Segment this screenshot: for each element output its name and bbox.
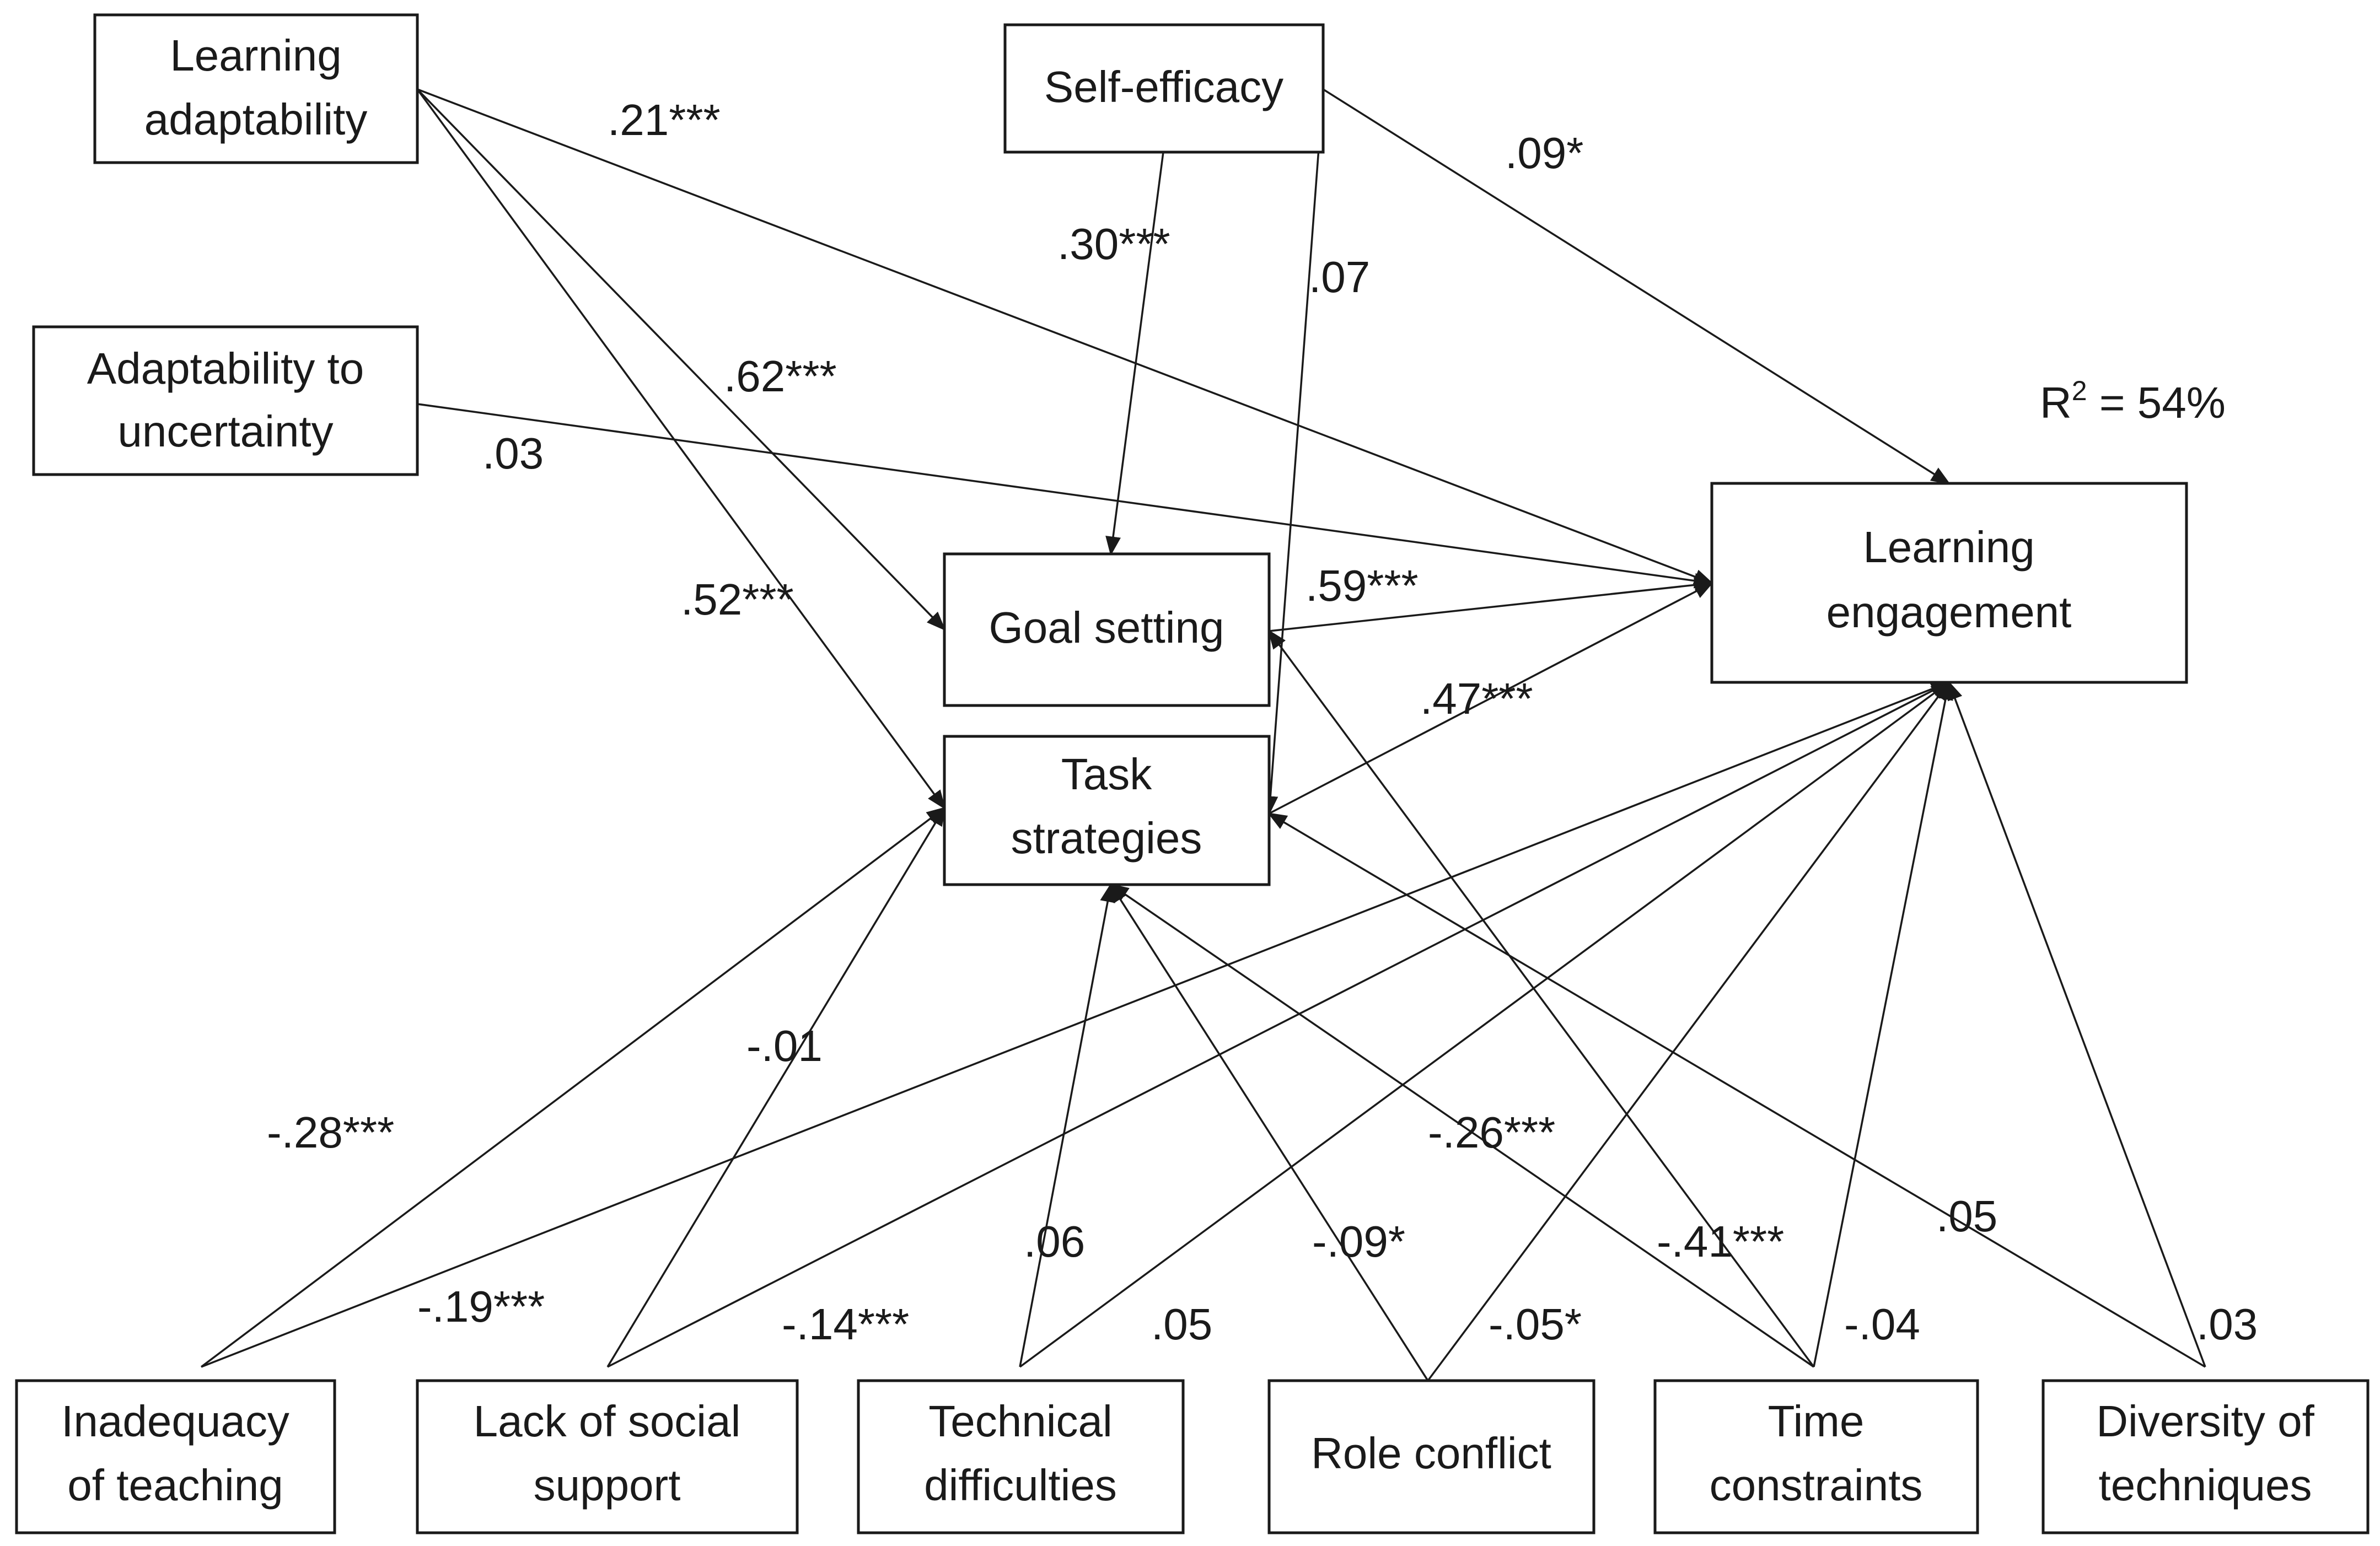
coef-learning-adaptability-to-goal-setting: .62***	[724, 352, 837, 401]
node-label-line: difficulties	[924, 1461, 1117, 1510]
coef-goal-setting-to-learning-engagement: .59***	[1305, 561, 1419, 610]
coef-self-efficacy-to-goal-setting: .30***	[1057, 219, 1170, 268]
coef-inadequacy-teaching-to-learning-engagement: -.19***	[417, 1282, 545, 1331]
r-squared-prefix: R	[2040, 378, 2072, 427]
path-inadequacy-teaching-to-learning-engagement	[201, 681, 1951, 1368]
path-goal-setting-to-learning-engagement	[1269, 577, 1714, 632]
node-label-line: Goal setting	[989, 603, 1224, 652]
path-task-strategies-to-learning-engagement	[1269, 582, 1714, 815]
path-learning-adaptability-to-goal-setting	[416, 88, 946, 631]
node-technical-difficulties: Technical difficulties	[857, 1379, 1185, 1534]
coef-diversity-techniques-to-learning-engagement: .03	[2196, 1300, 2258, 1349]
node-self-efficacy: Self-efficacy	[1003, 23, 1325, 154]
coef-time-constraints-to-goal-setting: -.41***	[1657, 1217, 1784, 1266]
coef-role-conflict-to-task-strategies: -.09*	[1312, 1217, 1405, 1266]
coef-time-constraints-to-task-strategies: -.26***	[1428, 1108, 1555, 1157]
coef-role-conflict-to-learning-engagement: -.05*	[1489, 1300, 1582, 1349]
node-goal-setting: Goal setting	[943, 552, 1271, 707]
r-squared-superscript: 2	[2072, 375, 2087, 406]
node-label-line: Diversity of	[2096, 1397, 2314, 1446]
node-label-line: Task	[1061, 750, 1152, 799]
coef-diversity-techniques-to-task-strategies: .05	[1936, 1192, 1997, 1241]
coef-learning-adaptability-to-learning-engagement: .21***	[608, 95, 721, 144]
node-label-line: Inadequacy	[61, 1397, 289, 1446]
path-lack-social-support-to-task-strategies	[606, 806, 945, 1367]
coef-self-efficacy-to-learning-engagement: .09*	[1505, 128, 1583, 177]
node-label-line: Adaptability to	[87, 344, 364, 393]
coef-task-strategies-to-learning-engagement: .47***	[1420, 674, 1533, 723]
coef-self-efficacy-to-task-strategies: .07	[1309, 252, 1370, 301]
node-label-line: Self-efficacy	[1044, 62, 1283, 111]
node-task-strategies: Task strategies	[943, 735, 1271, 886]
path-self-efficacy-to-task-strategies	[1262, 89, 1324, 816]
node-role-conflict: Role conflict	[1267, 1379, 1595, 1534]
r-squared-label: R2 = 54%	[2040, 375, 2226, 427]
path-learning-adaptability-to-learning-engagement	[417, 88, 1714, 584]
node-adaptability-to-uncertainty: Adaptability to uncertainty	[32, 325, 419, 476]
path-technical-difficulties-to-learning-engagement	[1019, 681, 1951, 1368]
node-diversity-of-techniques: Diversity of techniques	[2041, 1379, 2370, 1534]
coef-adaptability-uncertainty-to-learning-engagement: .03	[482, 429, 544, 478]
node-label-line: techniques	[2099, 1461, 2312, 1510]
node-label-line: Lack of social	[474, 1397, 741, 1446]
coef-lack-social-support-to-task-strategies: -.01	[746, 1021, 823, 1070]
node-label-line: Time	[1768, 1397, 1865, 1446]
path-role-conflict-to-task-strategies	[1110, 883, 1429, 1381]
path-diversity-techniques-to-task-strategies	[1267, 812, 2206, 1368]
path-learning-adaptability-to-task-strategies	[416, 88, 946, 810]
node-label-line: of teaching	[67, 1461, 283, 1510]
node-label-line: constraints	[1710, 1461, 1923, 1510]
coef-learning-adaptability-to-task-strategies: .52***	[681, 575, 794, 624]
path-inadequacy-teaching-to-task-strategies	[200, 806, 946, 1368]
path-adaptability-uncertainty-to-learning-engagement	[417, 403, 1714, 589]
coef-technical-difficulties-to-task-strategies: .06	[1024, 1217, 1085, 1266]
coef-technical-difficulties-to-learning-engagement: .05	[1151, 1300, 1212, 1349]
node-label-line: adaptability	[144, 95, 368, 144]
node-label-line: Learning	[170, 31, 341, 80]
path-lack-social-support-to-learning-engagement	[607, 681, 1951, 1368]
path-time-constraints-to-learning-engagement	[1813, 680, 1953, 1367]
path-arrows	[200, 88, 2206, 1382]
coef-inadequacy-teaching-to-task-strategies: -.28***	[267, 1108, 394, 1157]
node-label-line: Technical	[928, 1397, 1113, 1446]
path-diversity-techniques-to-learning-engagement	[1947, 680, 2206, 1367]
node-label-line: Role conflict	[1311, 1429, 1551, 1478]
path-self-efficacy-to-goal-setting	[1105, 152, 1164, 556]
path-coefficients: .21*** .62*** .52*** .03 .30*** .07 .09*…	[267, 95, 2258, 1349]
node-inadequacy-of-teaching: Inadequacy of teaching	[15, 1379, 336, 1534]
coef-lack-social-support-to-learning-engagement: -.14***	[782, 1300, 909, 1349]
node-time-constraints: Time constraints	[1653, 1379, 1979, 1534]
node-learning-engagement: Learning engagement	[1710, 482, 2188, 684]
node-label-line: uncertainty	[117, 407, 333, 456]
node-label-line: Learning	[1863, 522, 2034, 572]
coef-time-constraints-to-learning-engagement: -.04	[1844, 1300, 1920, 1349]
path-technical-difficulties-to-task-strategies	[1019, 882, 1115, 1367]
node-label-line: support	[534, 1461, 681, 1510]
path-time-constraints-to-goal-setting	[1267, 629, 1815, 1368]
path-role-conflict-to-learning-engagement	[1427, 681, 1951, 1382]
path-self-efficacy-to-learning-engagement	[1323, 88, 1951, 484]
r-squared-suffix: = 54%	[2087, 378, 2226, 427]
node-label-line: engagement	[1826, 588, 2072, 637]
node-learning-adaptability: Learning adaptability	[93, 13, 419, 164]
node-lack-of-social-support: Lack of social support	[416, 1379, 799, 1534]
node-label-line: strategies	[1011, 814, 1202, 863]
path-time-constraints-to-task-strategies	[1109, 884, 1814, 1368]
